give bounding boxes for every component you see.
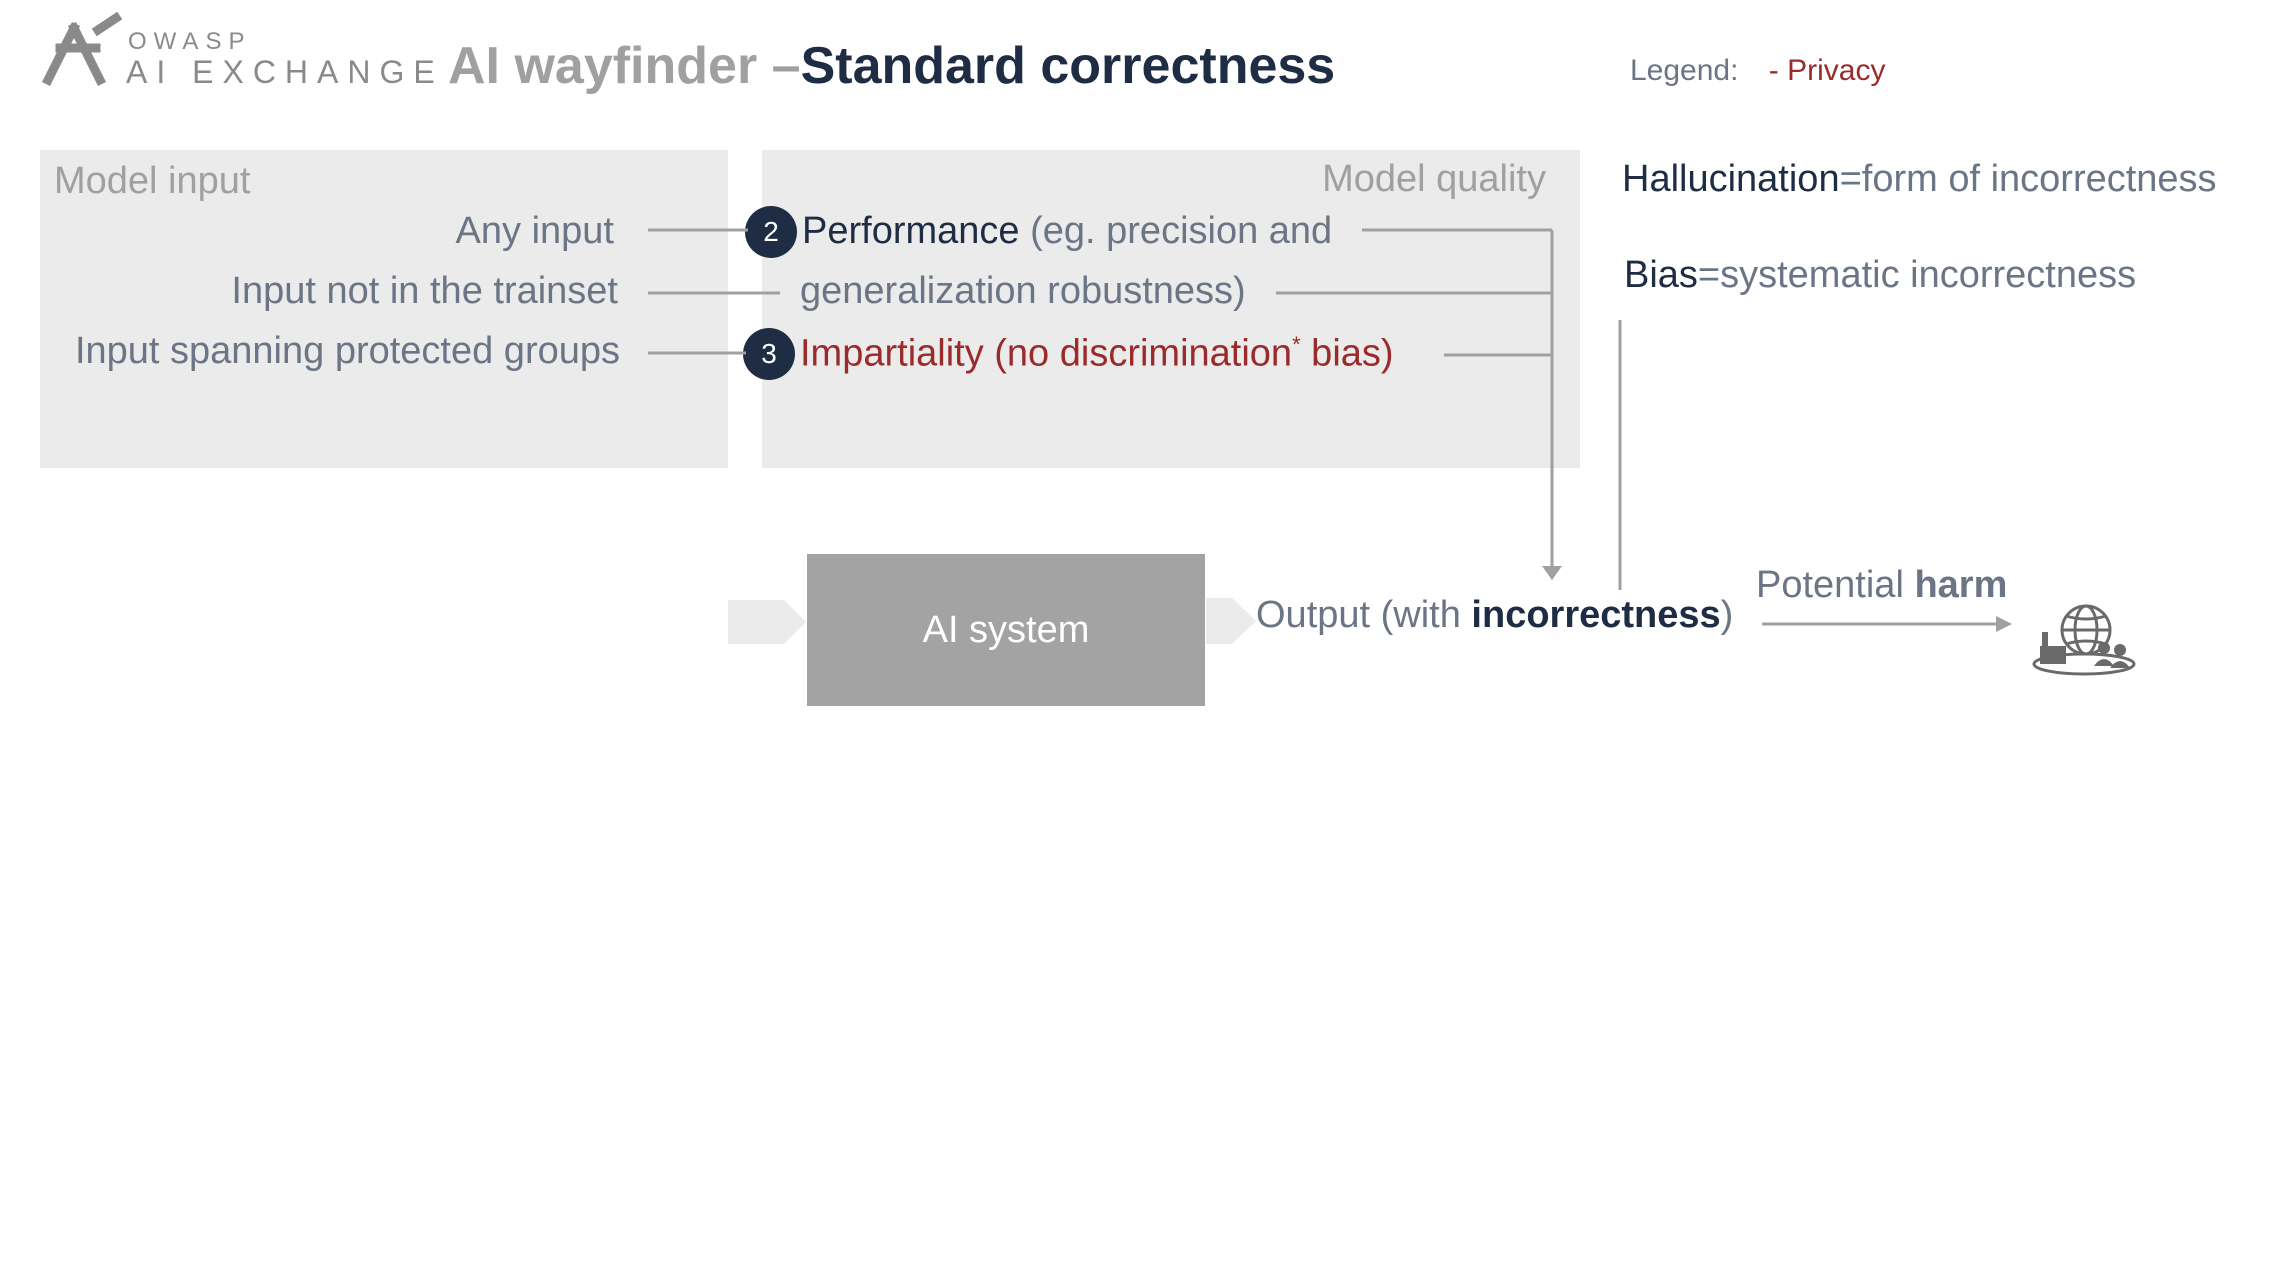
page-title: AI wayfinder –Standard correctness <box>448 36 1335 96</box>
factory-people-icon <box>2040 632 2130 668</box>
model-input-title: Model input <box>54 160 251 202</box>
impartiality-before: Impartiality (no discrimination <box>800 332 1293 375</box>
bias-term: Bias <box>1624 254 1698 296</box>
impartiality-after: bias) <box>1300 332 1394 375</box>
output-suffix: ) <box>1720 594 1734 636</box>
legend: Legend: - Privacy <box>1630 54 1885 88</box>
legend-privacy: - Privacy <box>1768 54 1886 87</box>
logo-ai-exchange-text: AI EXCHANGE <box>126 54 444 90</box>
harm-bold: harm <box>1914 564 2008 606</box>
title-prefix: AI wayfinder – <box>448 37 801 95</box>
logo-owasp-text: OWASP <box>128 28 252 55</box>
performance-name: Performance <box>802 210 1020 252</box>
globe-society-icon <box>2032 604 2136 676</box>
model-quality-title: Model quality <box>1322 158 1546 200</box>
definition-hallucination: Hallucination=form of incorrectness <box>1622 158 2217 201</box>
impartiality-sup: * <box>1292 332 1301 357</box>
arrowhead-down <box>1542 566 1562 580</box>
badge-2: 2 <box>745 206 797 258</box>
impartiality-text: Impartiality (no discrimination* bias) <box>800 332 1394 376</box>
badge-3: 3 <box>743 328 795 380</box>
ai-system-box: AI system <box>807 554 1205 706</box>
output-chevron-icon <box>1206 598 1256 644</box>
input-row-protected-groups: Input spanning protected groups <box>74 330 620 372</box>
input-row-not-in-trainset: Input not in the trainset <box>231 270 618 312</box>
hallucination-desc: =form of incorrectness <box>1839 158 2217 200</box>
ai-system-label: AI system <box>922 608 1090 651</box>
output-prefix: Output (with <box>1256 594 1472 636</box>
legend-label: Legend: <box>1630 54 1739 87</box>
performance-line-1: Performance (eg. precision and <box>802 210 1332 253</box>
performance-detail-1: (eg. precision and <box>1019 210 1333 252</box>
hallucination-term: Hallucination <box>1622 158 1840 200</box>
input-chevron-icon <box>728 600 806 644</box>
title-main: Standard correctness <box>800 37 1336 95</box>
output-label: Output (with incorrectness) <box>1256 594 1733 637</box>
performance-line-2: generalization robustness) <box>800 270 1246 312</box>
harm-label: Potential harm <box>1756 564 2007 607</box>
definition-bias: Bias=systematic incorrectness <box>1624 254 2136 297</box>
bias-desc: =systematic incorrectness <box>1697 254 2137 296</box>
arrowhead-right <box>1996 616 2012 632</box>
input-row-any: Any input <box>455 210 614 252</box>
model-input-panel <box>40 150 728 468</box>
model-quality-panel <box>762 150 1580 468</box>
output-bold: incorrectness <box>1471 594 1721 636</box>
harm-prefix: Potential <box>1756 564 1915 606</box>
